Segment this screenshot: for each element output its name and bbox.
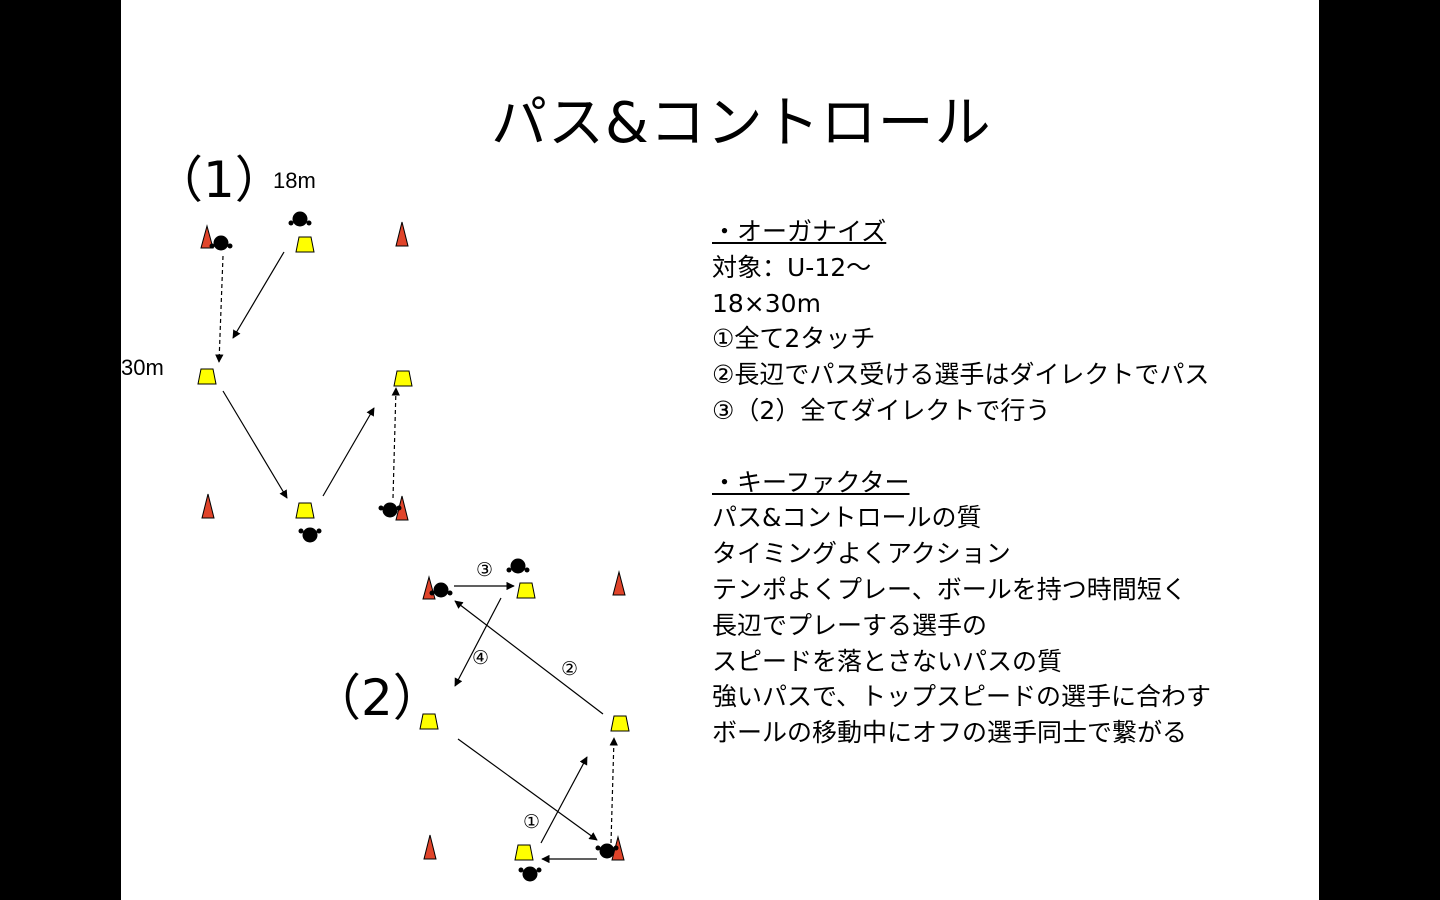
player xyxy=(595,843,619,859)
step-label-2: ② xyxy=(561,658,578,680)
run-arrow xyxy=(391,387,400,499)
player xyxy=(378,502,402,518)
key-factor-line: テンポよくプレー、ボールを持つ時間短く xyxy=(712,574,1187,604)
step-label-4: ④ xyxy=(472,647,489,669)
corner-cone xyxy=(612,570,626,596)
player xyxy=(506,558,530,574)
run-arrow xyxy=(215,255,224,363)
marker-cone xyxy=(393,370,413,387)
pass-arrow xyxy=(540,756,588,844)
diagram-1 xyxy=(197,211,413,543)
pass-arrow xyxy=(232,251,285,339)
page-title: パス&コントロール xyxy=(491,91,992,156)
marker-cone xyxy=(197,368,217,385)
key-factor-line: 長辺でプレーする選手の xyxy=(712,610,988,640)
marker-cone xyxy=(295,502,315,519)
corner-cone xyxy=(423,834,437,860)
organize-line: 対象：U-12〜 xyxy=(712,252,872,282)
description-text: ・オーガナイズ 対象：U-12〜 18×30m ①全て2タッチ ②長辺でパス受け… xyxy=(712,214,1312,751)
step-label-3: ③ xyxy=(476,559,493,581)
marker-cone xyxy=(514,844,534,861)
diagram-2-label: （2） xyxy=(311,669,443,727)
pass-arrow xyxy=(454,597,502,687)
pass-arrow xyxy=(454,600,604,715)
corner-cone xyxy=(200,224,214,249)
organize-line: ①全て2タッチ xyxy=(712,324,876,354)
corner-cone xyxy=(395,221,409,247)
key-factor-line: スピードを落とさないパスの質 xyxy=(712,646,1063,676)
pass-arrow xyxy=(322,407,375,497)
key-factors-heading: ・キーファクター xyxy=(712,467,910,497)
diagram-2: ③ ④ ② ① xyxy=(419,558,630,882)
key-factor-line: 強いパスで、トップスピードの選手に合わす xyxy=(712,682,1212,712)
spacer xyxy=(712,429,1312,465)
corner-cone xyxy=(201,493,215,519)
step-label-1: ① xyxy=(523,811,540,833)
run-arrow xyxy=(609,737,618,844)
drill-diagrams: ③ ④ ② ① xyxy=(197,211,630,882)
key-factor-line: パス&コントロールの質 xyxy=(712,503,982,533)
marker-cone xyxy=(610,715,630,732)
organize-line: ③（2）全てダイレクトで行う xyxy=(712,395,1051,425)
organize-heading: ・オーガナイズ xyxy=(712,217,887,246)
organize-line: ②長辺でパス受ける選手はダイレクトでパス xyxy=(712,360,1210,390)
slide: ③ ④ ② ① パス&コントロール （1） 18m 30m （2） ・オーガナイ… xyxy=(121,0,1319,900)
length-label: 30m xyxy=(121,355,164,380)
pass-arrow xyxy=(457,738,598,841)
player xyxy=(288,211,312,227)
player xyxy=(209,235,233,251)
key-factor-line: タイミングよくアクション xyxy=(712,539,1011,569)
key-factor-line: ボールの移動中にオフの選手同士で繋がる xyxy=(712,718,1188,748)
diagram-1-label: （1） xyxy=(153,151,285,209)
width-label: 18m xyxy=(273,168,316,193)
organize-line: 18×30m xyxy=(712,288,821,318)
marker-cone xyxy=(295,236,315,253)
pass-arrow xyxy=(222,390,288,499)
player xyxy=(429,582,453,598)
player xyxy=(298,527,322,543)
marker-cone xyxy=(419,713,439,730)
marker-cone xyxy=(516,582,536,599)
player xyxy=(518,866,542,882)
corner-cone xyxy=(422,575,436,600)
